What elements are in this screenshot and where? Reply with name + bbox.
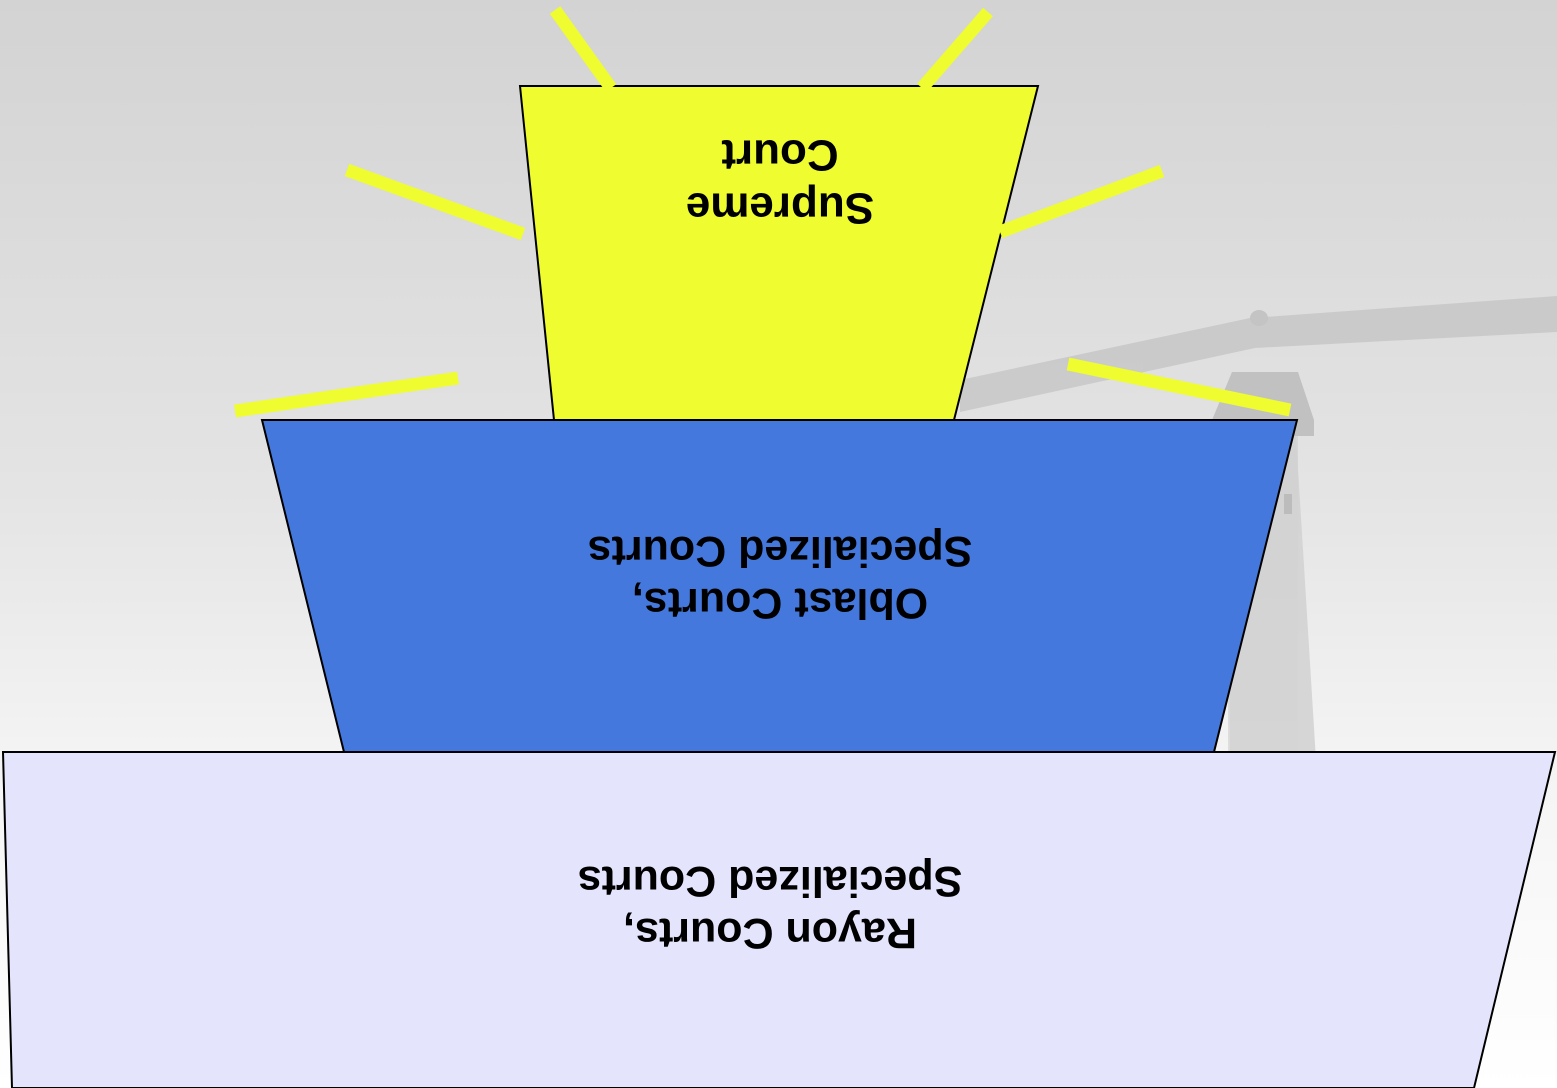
tier-oblast-line-2: Specialized Courts	[587, 527, 973, 576]
tier-oblast-line-1: Oblast Courts,	[631, 579, 929, 628]
ray-upper-right	[997, 164, 1165, 239]
tier-rayon-label: Rayon Courts, Specialized Courts	[420, 855, 1120, 958]
tier-oblast-label: Oblast Courts, Specialized Courts	[430, 525, 1130, 628]
ray-lower-left	[234, 371, 459, 418]
light-ray-icon	[234, 6, 1292, 418]
tier-supreme-line-1: Supreme	[685, 183, 875, 233]
ray-upper-left	[344, 163, 526, 241]
tier-rayon-line-2: Specialized Courts	[577, 857, 963, 906]
tier-supreme-shape	[518, 85, 1040, 421]
ray-top-right	[917, 7, 993, 93]
tier-supreme-label: Supreme Court	[560, 128, 1000, 234]
tier-supreme-line-2: Court	[721, 130, 839, 180]
ray-lower-right	[1066, 357, 1292, 417]
tier-rayon-line-1: Rayon Courts,	[623, 909, 917, 958]
ray-top-left	[549, 6, 617, 92]
